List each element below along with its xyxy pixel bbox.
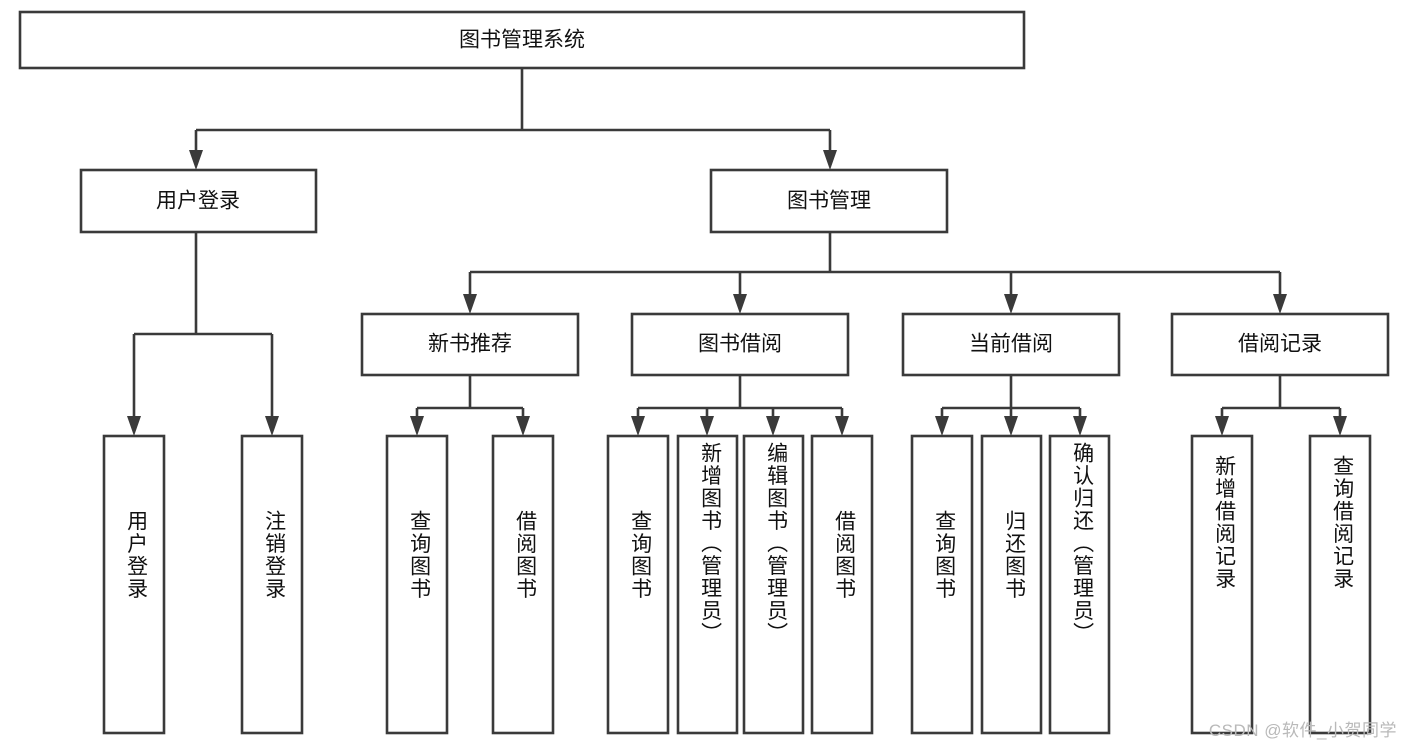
connector-currentborrow-to-leaves bbox=[935, 375, 1087, 436]
node-root-box[interactable] bbox=[18, 10, 1026, 70]
connector-bookborrow-to-leaves bbox=[631, 375, 849, 436]
leaf-box-borrow-book-1[interactable] bbox=[491, 434, 555, 735]
node-user-login-label: 用户登录 bbox=[156, 190, 240, 213]
node-book-management-label: 图书管理 bbox=[787, 190, 871, 213]
node-current-borrow-box[interactable] bbox=[901, 312, 1121, 377]
leaf-box-logout[interactable] bbox=[240, 434, 304, 735]
node-user-login-box[interactable] bbox=[79, 168, 318, 234]
watermark-text: CSDN @软件_小贺同学 bbox=[1208, 721, 1397, 740]
leaf-box-query-book-2[interactable] bbox=[606, 434, 670, 735]
node-current-borrow-label: 当前借阅 bbox=[969, 333, 1053, 356]
leaf-box-confirm-return-admin[interactable] bbox=[1048, 434, 1111, 735]
node-new-book-recommend-box[interactable] bbox=[360, 312, 580, 377]
node-borrow-record-label: 借阅记录 bbox=[1238, 333, 1322, 356]
node-borrow-record-box[interactable] bbox=[1170, 312, 1390, 377]
node-book-management-box[interactable] bbox=[709, 168, 949, 234]
leaf-box-borrow-book-2[interactable] bbox=[810, 434, 874, 735]
leaf-box-query-book-1[interactable] bbox=[385, 434, 449, 735]
leaf-box-query-borrow-record[interactable] bbox=[1308, 434, 1372, 735]
leaf-box-add-borrow-record[interactable] bbox=[1190, 434, 1254, 735]
node-root-label: 图书管理系统 bbox=[459, 29, 585, 52]
leaf-box-user-login[interactable] bbox=[102, 434, 166, 735]
connector-borrowrecord-to-leaves bbox=[1215, 375, 1347, 436]
connector-root-to-level2 bbox=[189, 68, 837, 170]
node-book-borrow-label: 图书借阅 bbox=[698, 333, 782, 356]
node-new-book-recommend-label: 新书推荐 bbox=[428, 333, 512, 356]
leaf-box-query-book-3[interactable] bbox=[910, 434, 974, 735]
leaf-box-edit-book-admin[interactable] bbox=[742, 434, 805, 735]
leaf-box-add-book-admin[interactable] bbox=[676, 434, 739, 735]
connector-bookmgmt-to-level3 bbox=[463, 232, 1287, 314]
connector-newbook-to-leaves bbox=[410, 375, 530, 436]
connector-userlogin-to-leaves bbox=[127, 232, 279, 436]
leaf-box-return-book[interactable] bbox=[980, 434, 1043, 735]
node-book-borrow-box[interactable] bbox=[630, 312, 850, 377]
